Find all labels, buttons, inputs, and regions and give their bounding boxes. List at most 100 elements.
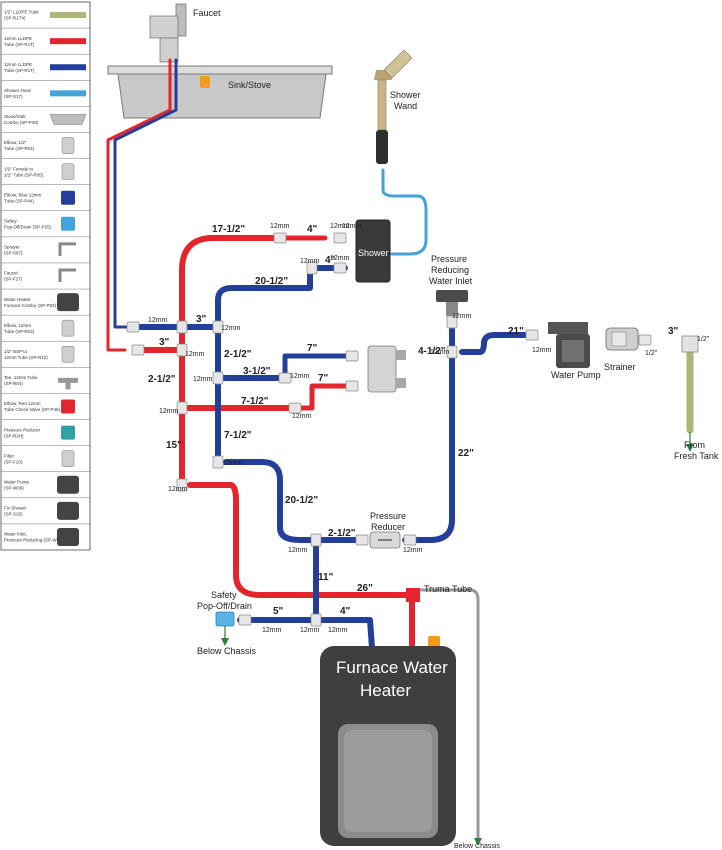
pipe-fitting bbox=[638, 334, 652, 346]
pipe-fitting bbox=[278, 372, 292, 384]
meas-7-5in-red: 7-1/2" bbox=[241, 396, 269, 407]
meas-15in: 15" bbox=[166, 440, 182, 451]
mixing-block bbox=[367, 345, 406, 393]
legend-item: 1/2" LLDPE Tube(SP-R1T4) bbox=[1, 10, 90, 29]
meas-2-5in-reducer: 2-1/2" bbox=[328, 528, 356, 539]
legend-item-label: 12mm LLDPE bbox=[4, 36, 32, 41]
pump-icon bbox=[57, 475, 79, 494]
elbow-icon bbox=[61, 137, 75, 154]
tube-size-label: 12mm bbox=[193, 376, 213, 383]
tube-size-label: 12mm bbox=[288, 547, 308, 554]
elbow-gray-icon bbox=[61, 319, 75, 337]
legend-item-code: Tube (SP-R03) bbox=[4, 329, 35, 334]
furnace-label-2: Heater bbox=[360, 681, 411, 700]
meas-4-5in: 4-1/2" bbox=[418, 346, 446, 357]
pipe-fitting bbox=[288, 402, 302, 414]
below-chassis-label: Below Chassis bbox=[197, 646, 257, 656]
truma-tube-label: Truma Tube bbox=[424, 584, 472, 594]
pressure-reducing-inlet: Pressure Reducing Water Inlet bbox=[429, 254, 473, 316]
legend-item-code: (SP-R04) bbox=[4, 381, 23, 386]
tube-green-icon bbox=[50, 12, 86, 19]
meas-half-in-a: 1/2" bbox=[697, 336, 710, 343]
legend-item-code: Tube (SP-R1T) bbox=[4, 68, 35, 73]
strainer: Strainer bbox=[604, 327, 639, 372]
faucet-icon bbox=[58, 268, 76, 282]
legend-item-label: Elbow, 12mm bbox=[4, 323, 31, 328]
pipe-fitting bbox=[212, 455, 224, 469]
legend-item-code: Combo (SP-P39) bbox=[4, 120, 39, 125]
pipe-fitting bbox=[131, 344, 145, 356]
faucet: Faucet bbox=[149, 3, 221, 63]
meas-3-5in: 3-1/2" bbox=[243, 366, 271, 377]
tube-size-label: 12mm bbox=[300, 258, 320, 265]
tube-size-label: 12mm bbox=[159, 408, 179, 415]
legend-item: Elbow, 1/2"Tube (SP-R04) bbox=[1, 137, 90, 159]
tube-size-label: 12mm bbox=[300, 627, 320, 634]
legend-item-label: Pressure Reducer bbox=[4, 427, 41, 432]
legend-item-code: 12mm Tube (SP-R12) bbox=[4, 355, 48, 360]
shower-wand-label-2: Wand bbox=[394, 101, 417, 111]
tube-size-label: 12mm bbox=[292, 413, 312, 420]
tube-size-label: 12mm bbox=[168, 486, 188, 493]
meas-26in: 26" bbox=[357, 583, 373, 594]
pipe-fitting bbox=[333, 232, 347, 244]
fittings bbox=[126, 232, 652, 627]
legend-item-label: 1/2" BSP to bbox=[4, 349, 28, 354]
reducer-icon bbox=[61, 425, 75, 440]
legend-item: Pressure Reducer(SP-R2H) bbox=[1, 425, 90, 446]
inlet-icon bbox=[57, 527, 79, 546]
tube-size-label: 12mm bbox=[532, 347, 552, 354]
tube-size-label: 12mm bbox=[270, 223, 290, 230]
legend-item-label: Stove/Sink bbox=[4, 114, 26, 119]
meas-17-5in: 17-1/2" bbox=[212, 224, 245, 235]
pipe-fitting bbox=[126, 321, 140, 333]
tee-icon bbox=[58, 377, 78, 390]
pipe-fitting bbox=[212, 371, 224, 385]
pressure-reducer: Pressure Reducer bbox=[369, 511, 406, 549]
legend-item-label: Sprayer bbox=[4, 245, 20, 250]
meas-22in: 22" bbox=[458, 448, 474, 459]
legend-item: Water Pump(SP-W09) bbox=[1, 475, 90, 499]
prv-inlet-label-3: Water Inlet bbox=[429, 276, 473, 286]
legend-item-label: Shower Hose bbox=[4, 88, 32, 93]
prv-inlet-label-2: Reducing bbox=[431, 265, 469, 275]
legend-item-code: (SP-R1T4) bbox=[4, 16, 26, 21]
legend-item-code: Tube (SP-R04) bbox=[4, 146, 35, 151]
pipe-fitting bbox=[355, 534, 369, 546]
meas-20-5in-top: 20-1/2" bbox=[255, 276, 288, 287]
legend-item-label: Water Heater bbox=[4, 297, 31, 302]
meas-20-5in-bottom: 20-1/2" bbox=[285, 495, 318, 506]
tube-size-label: 12mm bbox=[330, 223, 350, 230]
pipe-fitting bbox=[238, 614, 252, 626]
pipe-fitting bbox=[176, 320, 188, 334]
sink-icon bbox=[49, 114, 87, 125]
legend-item-code: Tube Check Valve (SP-P46) bbox=[4, 407, 61, 412]
shower-wand: Shower Wand bbox=[374, 49, 421, 164]
legend-item-code: 1/2" Tube (SP-R05) bbox=[4, 172, 44, 177]
legend-item-code: (SP-F27) bbox=[4, 277, 23, 282]
safety-label-1: Safety bbox=[211, 590, 237, 600]
pipe-fitting bbox=[310, 613, 322, 627]
safety-icon bbox=[61, 216, 75, 231]
water-pump: Water Pump bbox=[548, 322, 601, 380]
legend-item-label: 1/2" LLDPE Tube bbox=[4, 10, 39, 15]
meas-3in-fresh: 3" bbox=[668, 326, 679, 337]
meas-4in-bottom: 4" bbox=[340, 606, 351, 617]
meas-half-in-b: 1/2" bbox=[645, 350, 658, 357]
legend-item-label: Fix Shower bbox=[4, 506, 27, 511]
pipe-fitting bbox=[176, 478, 188, 492]
legend-item-code: (SP-F10) bbox=[4, 459, 23, 464]
measurements: 4" 4" 17-1/2" 20-1/2" 3" 3" 2-1/2" 2-1/2… bbox=[148, 224, 710, 617]
truma-tube: Truma Tube Below Chassis bbox=[406, 584, 500, 850]
tube-size-label: 12mm bbox=[223, 460, 243, 467]
pipe-fitting bbox=[525, 329, 539, 341]
pipe-fitting bbox=[403, 534, 417, 546]
